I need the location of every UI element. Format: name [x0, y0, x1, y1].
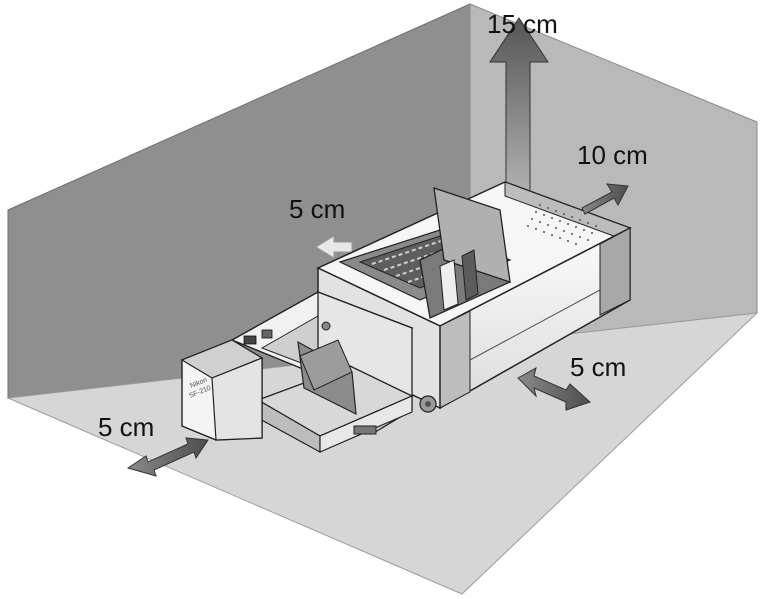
- top-clearance-label: 15 cm: [487, 9, 558, 39]
- slide-guide: [419, 187, 511, 319]
- clearance-arrow-right: [581, 183, 629, 215]
- front-right-clearance-label: 5 cm: [570, 352, 626, 382]
- clearance-arrow-top: [489, 17, 549, 216]
- slide-feeder: Nikon SF-210: [180, 291, 414, 454]
- clearance-arrow-front-left: [126, 437, 209, 477]
- front-left-clearance-label: 5 cm: [98, 412, 154, 442]
- scanner-device: Nikon SF-210: [180, 181, 632, 454]
- clearance-arrow-front-right: [517, 367, 591, 411]
- right-clearance-label: 10 cm: [577, 140, 648, 170]
- back-clearance-label: 5 cm: [289, 194, 345, 224]
- vent-grille: [527, 204, 597, 245]
- clearance-arrow-back: [315, 235, 353, 259]
